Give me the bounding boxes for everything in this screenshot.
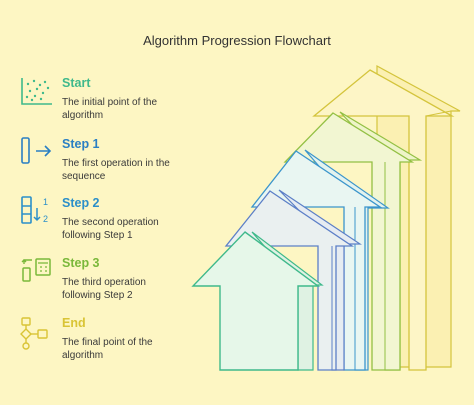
arrow-start bbox=[191, 231, 324, 371]
scatter-plot-icon bbox=[18, 76, 54, 112]
step-start-label: Start bbox=[62, 76, 91, 90]
step-end-description: The final point of the algorithm bbox=[62, 337, 153, 361]
step-start-description: The initial point of the algorithm bbox=[62, 97, 158, 121]
chart-title: Algorithm Progression Flowchart bbox=[143, 33, 331, 48]
step-end-label: End bbox=[62, 316, 86, 330]
arrow-step-3 bbox=[283, 111, 423, 371]
sort-order-icon: 1 2 bbox=[18, 196, 54, 232]
step-1-label: Step 1 bbox=[62, 137, 100, 151]
box-arrow-icon bbox=[18, 137, 54, 173]
step-2-label: Step 2 bbox=[62, 196, 100, 210]
step-3-description: The third operation following Step 2 bbox=[62, 277, 146, 301]
step-1-description: The first operation in the sequence bbox=[62, 158, 170, 182]
step-2-description: The second operation following Step 1 bbox=[62, 217, 159, 241]
flowchart-icon bbox=[18, 316, 54, 352]
svg-text:1: 1 bbox=[43, 197, 48, 207]
exchange-calculator-icon bbox=[18, 256, 54, 292]
svg-text:2: 2 bbox=[43, 214, 48, 224]
step-3-label: Step 3 bbox=[62, 256, 100, 270]
